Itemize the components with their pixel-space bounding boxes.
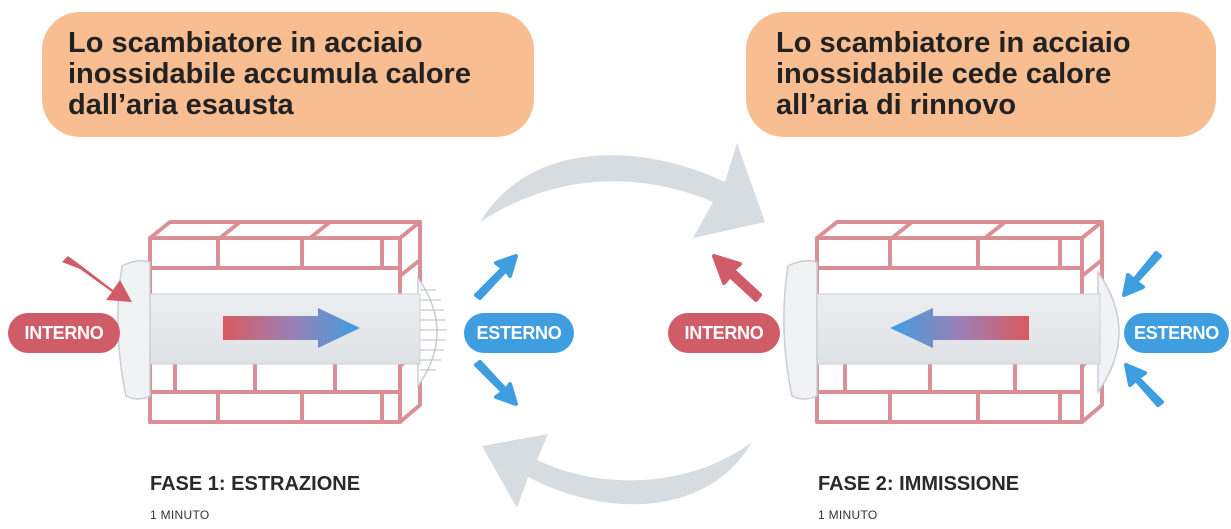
airflow-arrow-right-icon <box>223 308 360 348</box>
outflow-arrow-up-icon <box>474 254 518 300</box>
phase2-callout <box>746 12 1216 137</box>
phase2-device <box>712 220 1164 424</box>
inflow-arrow-top-icon <box>1122 251 1162 297</box>
inflow-arrow-bottom-icon <box>1124 363 1164 407</box>
phase2-duration: 1 MINUTO <box>818 508 878 522</box>
cycle-arrow-top-icon <box>480 143 765 238</box>
outflow-arrow-interno-icon <box>712 254 762 302</box>
phase1-callout-text: Lo scambiatore in acciaio inossidabile a… <box>68 27 471 121</box>
phase2-interno-label: INTERNO <box>668 313 780 353</box>
phase1-device <box>62 220 518 424</box>
phase2-esterno-label: ESTERNO <box>1124 313 1229 353</box>
phase1-callout <box>42 12 534 137</box>
phase1-duration: 1 MINUTO <box>150 508 210 522</box>
phase1-esterno-label: ESTERNO <box>464 313 574 353</box>
phase2-callout-text: Lo scambiatore in acciaio inossidabile c… <box>776 27 1131 121</box>
outflow-arrow-down-icon <box>474 360 518 406</box>
phase1-title: FASE 1: ESTRAZIONE <box>150 473 361 495</box>
phase1-interno-label: INTERNO <box>8 313 120 353</box>
phase2-title: FASE 2: IMMISSIONE <box>818 473 1020 495</box>
cycle-arrow-bottom-icon <box>482 434 752 508</box>
inflow-arrow-interno-icon <box>62 256 132 302</box>
airflow-arrow-left-icon <box>890 308 1029 348</box>
